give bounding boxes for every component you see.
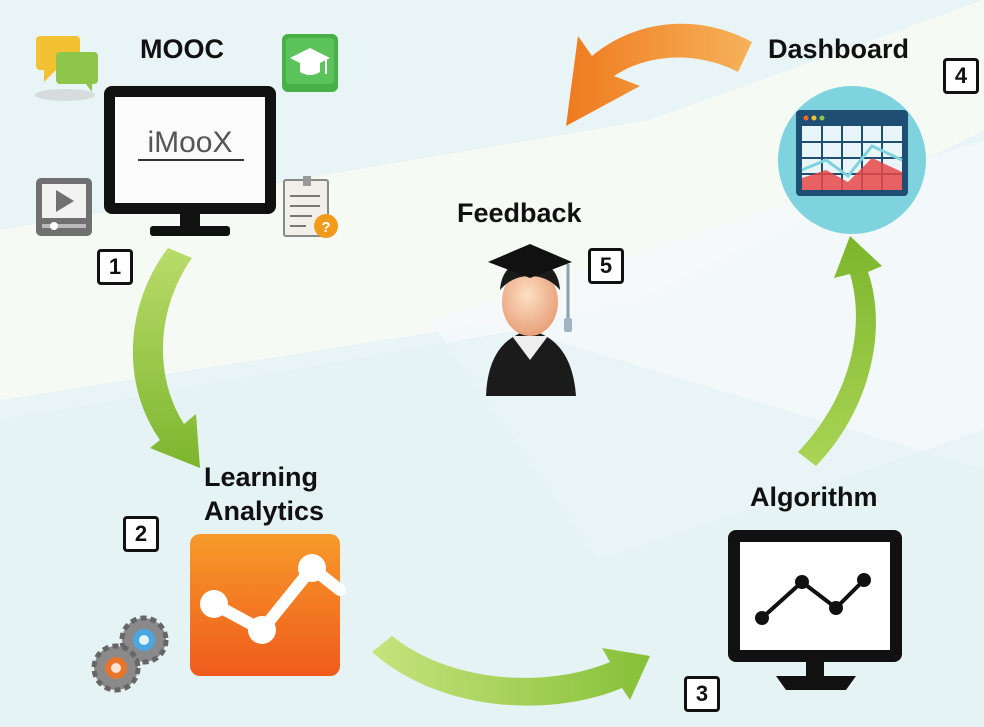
learning-analytics-label-line1: Learning <box>204 462 319 492</box>
mooc-monitor-icon <box>104 86 276 236</box>
arrow-algorithm-to-dashboard <box>798 236 882 466</box>
step-badge-5: 5 <box>588 248 624 284</box>
dashboard-table-icon <box>778 86 926 234</box>
svg-text:?: ? <box>321 219 330 236</box>
imoox-logo: iMooX <box>147 126 232 159</box>
learning-analytics-label-line2: Analytics <box>204 496 325 526</box>
line-chart-monitor-icon <box>728 530 902 690</box>
video-player-icon <box>36 178 92 236</box>
graduation-cap-icon <box>282 34 338 92</box>
algorithm-label: Algorithm <box>750 482 878 512</box>
arrow-mooc-to-analytics <box>132 248 200 468</box>
feedback-label: Feedback <box>457 198 582 228</box>
quiz-document-icon: ? <box>283 176 338 238</box>
step-badge-2: 2 <box>123 516 159 552</box>
arrow-analytics-to-algorithm <box>372 636 650 706</box>
gears-icon <box>91 615 169 693</box>
step-badge-4: 4 <box>943 58 979 94</box>
step-badge-3: 3 <box>684 676 720 712</box>
dashboard-label: Dashboard <box>768 34 910 64</box>
analytics-chart-icon <box>190 534 346 676</box>
chat-bubbles-icon <box>35 36 98 101</box>
step-badge-1: 1 <box>97 249 133 285</box>
mooc-label: MOOC <box>140 34 224 64</box>
arrow-dashboard-to-feedback <box>566 23 752 126</box>
graduate-person-icon <box>486 244 576 396</box>
